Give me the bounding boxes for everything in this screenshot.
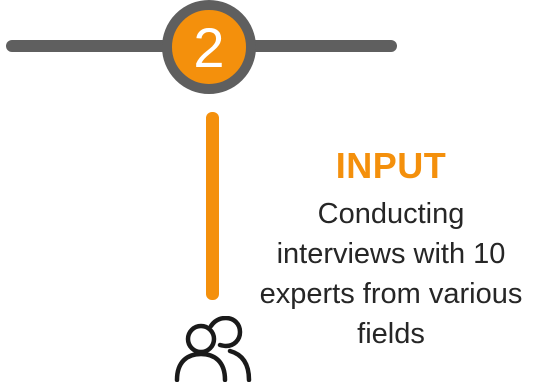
- back-person-head: [208, 316, 243, 349]
- front-person-head: [185, 323, 217, 355]
- body-line: fields: [357, 318, 425, 350]
- back-person-body: [227, 348, 252, 382]
- body-line: experts from various: [259, 278, 523, 310]
- step-description: INPUT Conducting interviews with 10 expe…: [236, 144, 546, 354]
- step-body: Conducting interviews with 10 experts fr…: [236, 194, 546, 354]
- front-person-body: [174, 351, 228, 382]
- step-heading: INPUT: [335, 145, 447, 186]
- step-number: 2: [193, 16, 225, 79]
- step-circle: 2: [162, 0, 256, 94]
- connector-line: [206, 112, 219, 300]
- body-line: Conducting: [317, 198, 465, 230]
- people-icon: [174, 316, 252, 382]
- body-line: interviews with 10: [276, 238, 506, 270]
